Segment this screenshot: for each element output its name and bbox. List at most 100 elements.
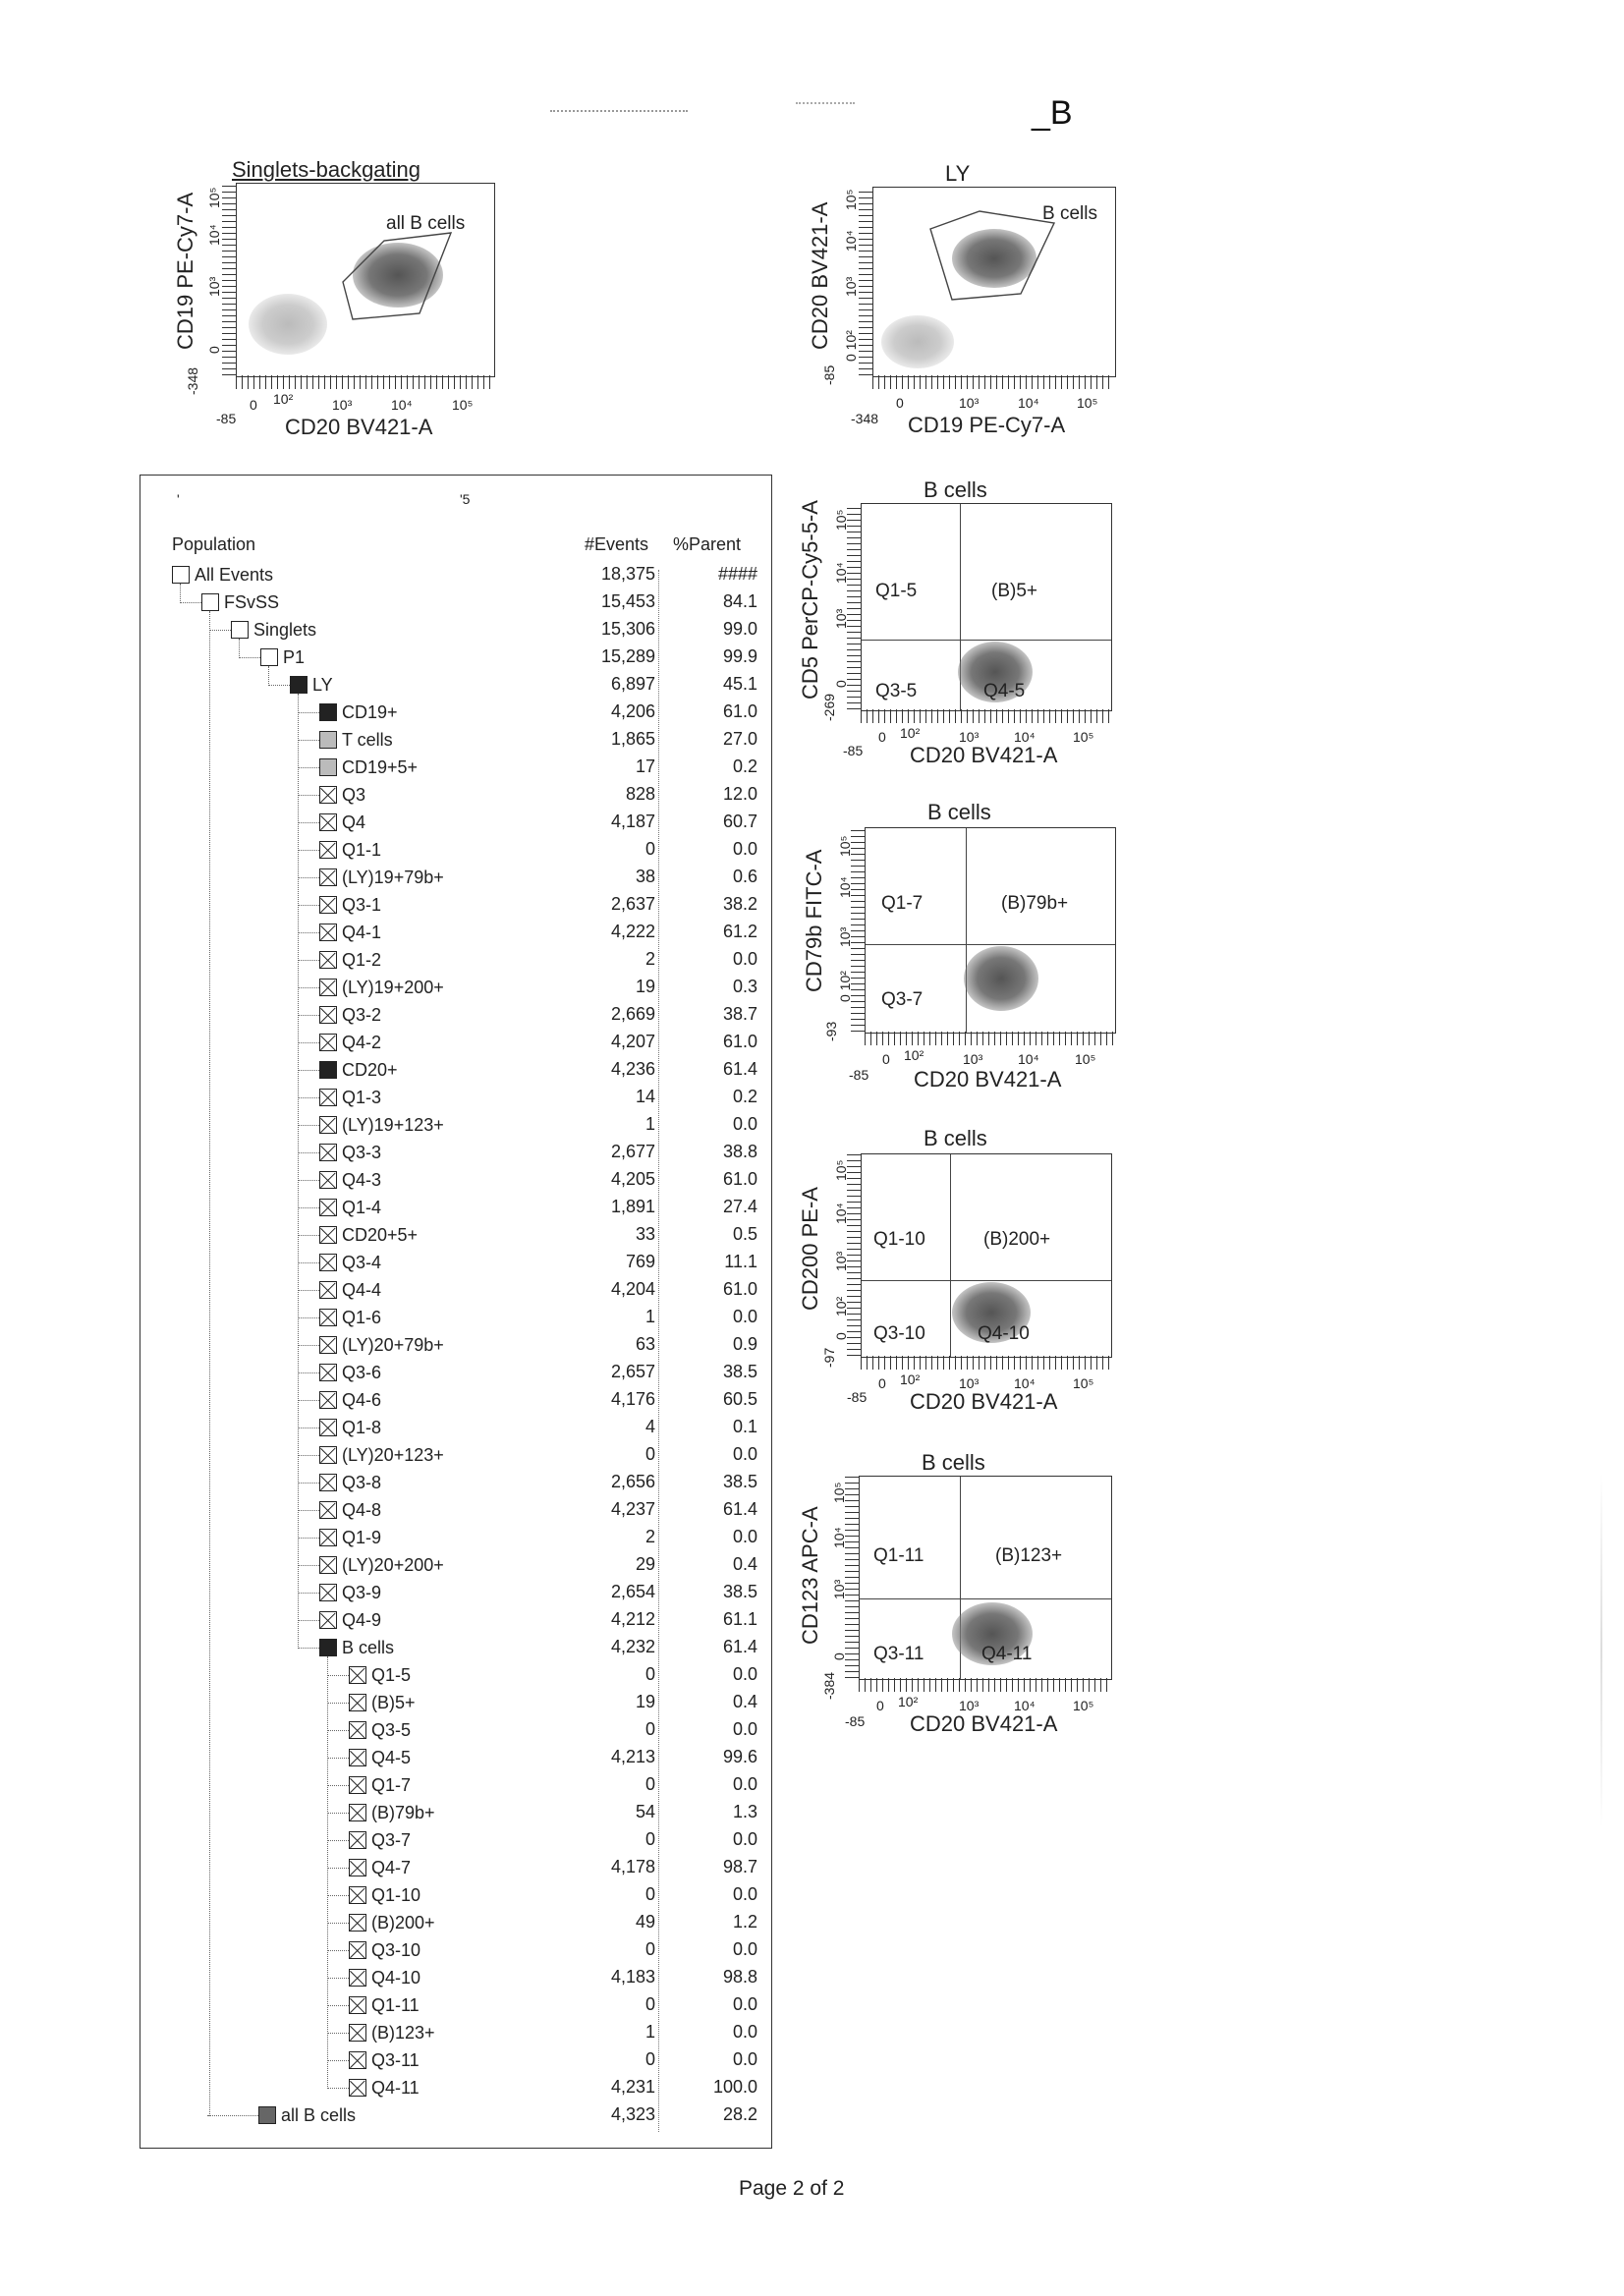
tree-connector [327,1730,349,1731]
tree-connector [327,2060,349,2061]
plot-cd200: Q1-10 (B)200+ Q3-10 Q4-10 [861,1153,1112,1358]
cloud-b-cells [958,642,1033,702]
tree-connector [327,1923,349,1924]
header-scribble [550,110,688,118]
y-tick: 10⁵ [833,509,849,531]
quadrant-divider-v [966,828,968,1033]
events-count: 2,669 [610,1004,655,1024]
gate-box-crossed-icon [319,979,337,996]
events-count: 38 [635,867,655,886]
population-label: (B)200+ [371,1912,435,1932]
x-axis-label: CD20 BV421-A [910,743,1058,767]
events-count: 54 [635,1802,655,1821]
tree-connector [298,1125,319,1126]
y-tick: 10⁴ [833,1203,849,1224]
x-tick: 10³ [959,1375,980,1391]
population-node: Q3-4 [319,1251,381,1274]
x-tick: 10⁴ [1018,1051,1039,1067]
percent-parent: 1.3 [732,1802,757,1821]
gate-box-crossed-icon [319,1171,337,1189]
gate-box-icon [260,648,278,666]
y-tick: 10⁵ [837,835,853,857]
y-tick: 10⁵ [843,189,859,210]
percent-parent: 38.5 [722,1582,757,1601]
tree-connector [298,1648,319,1649]
population-label: Q1-8 [342,1417,382,1437]
gate-box-crossed-icon [319,1364,337,1381]
quadrant-divider-v [960,504,962,710]
population-label: (LY)20+123+ [342,1444,444,1465]
gate-box-crossed-icon [349,1666,366,1684]
tree-connector [207,2115,258,2116]
x-tick: 10² [273,391,294,407]
population-node: Q1-2 [319,948,381,972]
population-node: Q3-2 [319,1003,381,1027]
cloud-b-cells [952,229,1036,288]
events-count: 17 [635,756,655,776]
quadrant-label-lr: Q4-5 [983,681,1026,701]
percent-parent: 99.6 [722,1747,757,1766]
y-axis-label: CD19 PE-Cy7-A [173,192,197,350]
tree-connector [327,2033,349,2034]
events-count: 0 [644,1939,655,1959]
population-label: Q4-5 [371,1747,412,1767]
